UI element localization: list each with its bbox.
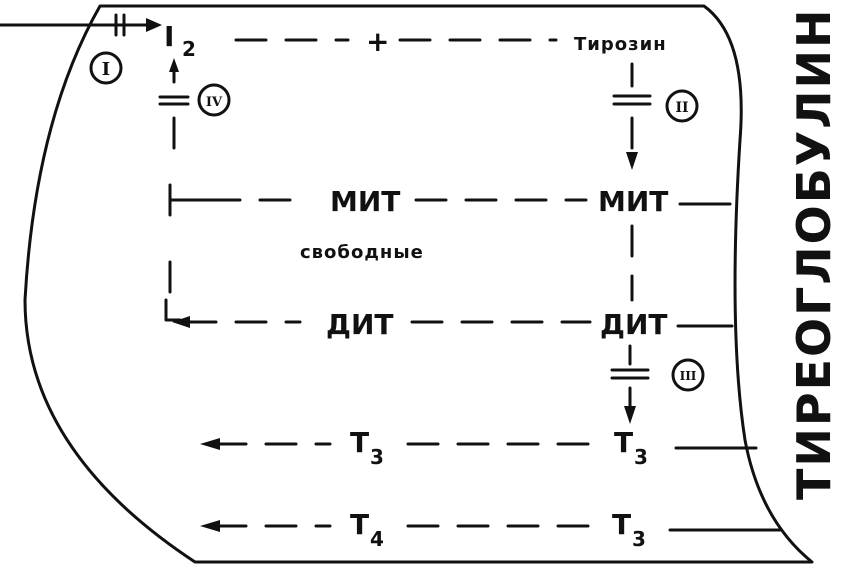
iodine-label: I <box>164 20 174 53</box>
iodine-subscript: 2 <box>182 37 196 61</box>
t3-bound-subscript: 3 <box>634 445 648 469</box>
t4-bound-label: Т <box>612 508 631 541</box>
step-1-marker: I <box>89 51 123 85</box>
mit-bound-label: МИТ <box>598 185 668 218</box>
t4-bound-subscript: 3 <box>632 527 646 551</box>
recycle-arrowhead-up <box>169 58 179 72</box>
t4-row-arrowhead <box>200 520 220 532</box>
thyroglobulin-title: ТИРЕОГЛОБУЛИН <box>787 8 841 500</box>
block-step-4 <box>158 95 190 106</box>
thyroglobulin-frame <box>23 4 814 564</box>
t3-row-arrowhead <box>200 438 220 450</box>
step-4-marker: IV <box>197 83 231 117</box>
t3-free-subscript: 3 <box>370 445 384 469</box>
dit-free-label: ДИТ <box>326 308 393 341</box>
input-block-mark <box>114 13 126 37</box>
svg-text:I: I <box>102 59 110 80</box>
step-3-marker: III <box>671 358 705 392</box>
dit-to-t3-arrowhead <box>624 406 636 424</box>
svg-text:III: III <box>680 369 697 383</box>
t4-free-subscript: 4 <box>370 527 384 551</box>
svg-text:IV: IV <box>206 95 223 110</box>
plus-sign: + <box>366 25 389 58</box>
t3-bound-label: Т <box>614 426 633 459</box>
t4-free-label: Т <box>350 508 369 541</box>
tyrosine-label: Тирозин <box>574 34 667 55</box>
free-label: свободные <box>300 242 424 263</box>
tyrosine-to-mit-arrowhead <box>626 152 638 170</box>
recycle-corner-top <box>168 184 212 212</box>
block-step-3 <box>610 368 650 380</box>
dit-bound-label: ДИТ <box>600 308 667 341</box>
recycle-corner-bottom <box>164 298 182 322</box>
mit-free-label: МИТ <box>330 185 400 218</box>
dit-row-arrowhead <box>172 316 190 328</box>
t3-free-label: Т <box>350 426 369 459</box>
iodine-input-arrowhead <box>146 18 162 32</box>
block-step-2 <box>612 94 652 106</box>
step-2-marker: II <box>665 89 699 123</box>
svg-text:II: II <box>675 100 688 116</box>
